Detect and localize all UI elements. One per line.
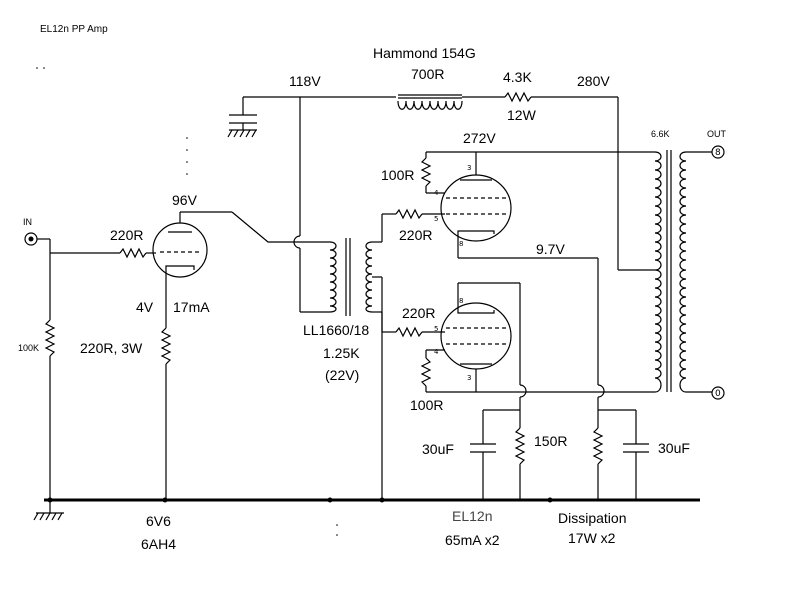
label-1-25k: 1.25K bbox=[323, 345, 360, 361]
label-100r-top: 100R bbox=[381, 167, 415, 183]
label-30uf-left: 30uF bbox=[422, 441, 454, 457]
svg-text:8: 8 bbox=[459, 240, 463, 248]
resistor-4k3 bbox=[504, 91, 532, 103]
resistor-220r-bottom-grid bbox=[395, 326, 423, 338]
diagram-title: EL12n PP Amp bbox=[40, 24, 108, 35]
output-transformer bbox=[654, 150, 687, 393]
bottom-output-tube-el12n: 8 5 4 3 bbox=[434, 297, 512, 382]
choke-hammond-154g bbox=[397, 94, 463, 110]
label-ll1660: LL1660/18 bbox=[303, 322, 370, 338]
interstage-transformer-ll1660 bbox=[329, 238, 373, 316]
resistor-150r bbox=[514, 427, 526, 465]
label-dissipation: Dissipation bbox=[558, 510, 627, 526]
label-280v: 280V bbox=[577, 73, 610, 89]
label-96v: 96V bbox=[172, 192, 197, 208]
resistor-right-cathode bbox=[592, 427, 604, 465]
label-220r-3w: 220R, 3W bbox=[80, 340, 143, 356]
label-in: IN bbox=[23, 217, 32, 227]
label-100r-bottom: 100R bbox=[410, 397, 444, 413]
label-4v: 4V bbox=[136, 299, 154, 315]
label-hammond: Hammond 154G bbox=[373, 45, 476, 61]
capacitor-118v bbox=[227, 114, 257, 138]
label-series-w: 12W bbox=[507, 107, 536, 123]
label-17w: 17W x2 bbox=[568, 530, 616, 546]
output-terminal-8-icon bbox=[711, 145, 725, 159]
label-series-r: 4.3K bbox=[503, 69, 532, 85]
resistor-100k bbox=[44, 319, 56, 357]
svg-text:3: 3 bbox=[467, 164, 471, 172]
svg-text:5: 5 bbox=[434, 215, 438, 223]
input-jack-icon bbox=[24, 232, 38, 246]
resistor-220r-input bbox=[119, 247, 147, 259]
label-118v: 118V bbox=[289, 73, 321, 89]
label-30uf-right: 30uF bbox=[658, 440, 690, 456]
resistor-220r-top-grid bbox=[395, 208, 423, 220]
label-el12n: EL12n bbox=[452, 508, 493, 524]
label-6-6k: 6.6K bbox=[651, 129, 670, 139]
svg-text:8: 8 bbox=[715, 148, 721, 158]
top-output-tube-el12n: 3 4 5 8 bbox=[434, 164, 512, 248]
capacitor-30uf-right bbox=[623, 443, 649, 453]
label-9-7v: 9.7V bbox=[536, 241, 565, 257]
label-22v: (22V) bbox=[325, 367, 360, 383]
ground-symbol bbox=[33, 500, 64, 521]
capacitor-30uf-left bbox=[470, 443, 496, 453]
svg-text:8: 8 bbox=[459, 297, 463, 305]
resistor-220r-3w bbox=[160, 327, 172, 365]
label-choke-r: 700R bbox=[411, 66, 445, 82]
label-150r: 150R bbox=[534, 433, 568, 449]
label-17ma: 17mA bbox=[173, 299, 210, 315]
label-out: OUT bbox=[707, 129, 726, 139]
label-6v6: 6V6 bbox=[146, 513, 171, 529]
svg-text:5: 5 bbox=[434, 325, 438, 333]
output-terminal-0-icon bbox=[711, 386, 725, 400]
svg-text:0: 0 bbox=[715, 389, 721, 399]
label-220r-bottom: 220R bbox=[402, 305, 436, 321]
resistor-100r-bottom bbox=[420, 357, 432, 387]
resistor-100r-top bbox=[420, 157, 432, 187]
label-220r-input: 220R bbox=[110, 227, 144, 243]
label-220r-top: 220R bbox=[399, 227, 433, 243]
faint-dots bbox=[36, 67, 338, 536]
label-6ah4: 6AH4 bbox=[141, 536, 177, 552]
label-65ma: 65mA x2 bbox=[445, 532, 500, 548]
input-tube-triode bbox=[152, 222, 208, 278]
label-272v: 272V bbox=[463, 130, 496, 146]
label-100k: 100K bbox=[18, 343, 40, 353]
svg-text:3: 3 bbox=[467, 374, 471, 382]
svg-text:4: 4 bbox=[434, 348, 439, 356]
